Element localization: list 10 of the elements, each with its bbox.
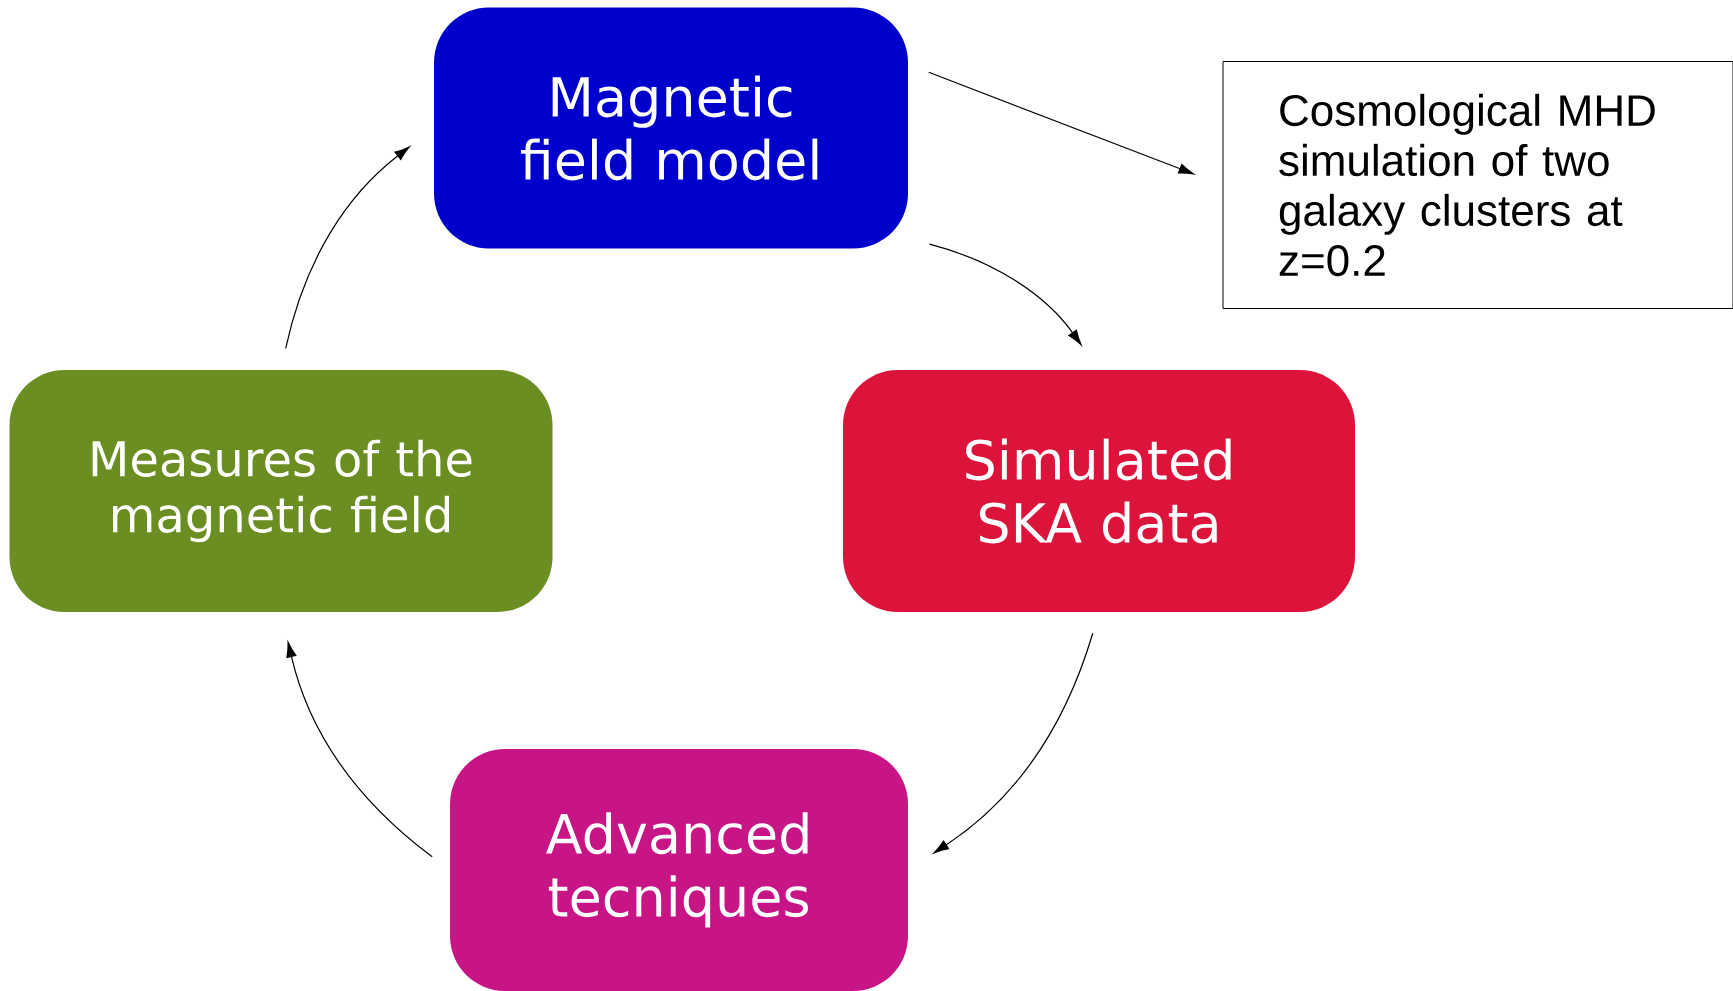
- arrow: [286, 641, 433, 858]
- process-box: Advanced tecniques: [450, 749, 908, 991]
- text-box: Cosmological MHD simulation of two galaxy clusters at z=0.2: [1222, 61, 1733, 309]
- process-box: Magnetic field model: [434, 7, 908, 249]
- arrow: [928, 71, 1195, 175]
- arrow: [285, 146, 410, 349]
- process-box: Measures of the magnetic field: [9, 370, 553, 612]
- process-box: Simulated SKA data: [843, 370, 1355, 612]
- arrow: [928, 243, 1082, 346]
- arrow: [933, 632, 1094, 854]
